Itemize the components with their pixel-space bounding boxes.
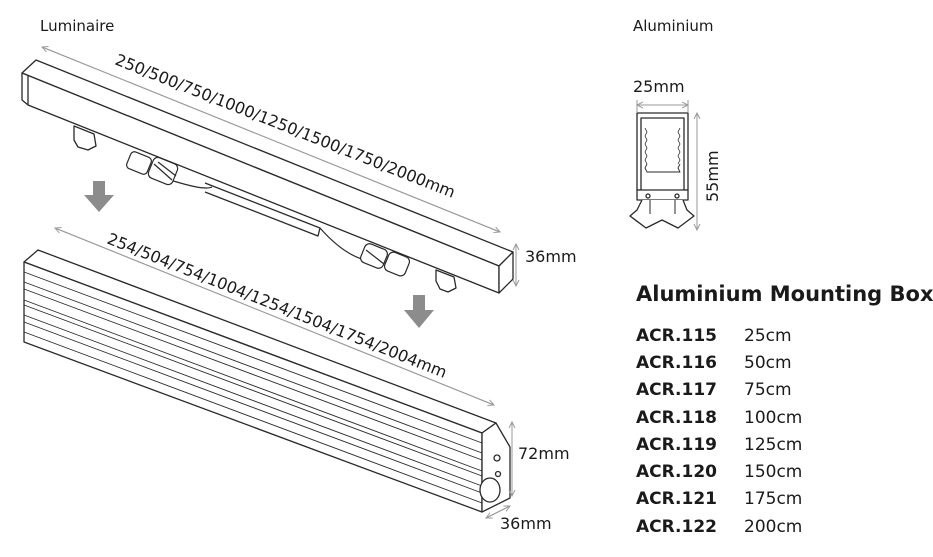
list-item: ACR.122 200cm — [636, 513, 926, 540]
item-length: 175cm — [744, 489, 803, 510]
item-code: ACR.121 — [636, 489, 717, 510]
item-length: 25cm — [744, 325, 792, 346]
item-code: ACR.117 — [636, 380, 717, 401]
mounting-box-heading: Aluminium Mounting Box — [636, 282, 933, 306]
list-item: ACR.120 150cm — [636, 458, 926, 485]
luminaire-bar — [21, 59, 514, 294]
list-item: ACR.121 175cm — [636, 486, 926, 513]
item-length: 150cm — [744, 462, 803, 483]
connector-right — [360, 243, 411, 277]
item-length: 50cm — [744, 352, 792, 373]
profile-width-label: 25mm — [633, 77, 685, 96]
down-arrow-icon — [84, 181, 114, 212]
list-item: ACR.118 100cm — [636, 404, 926, 431]
item-length: 75cm — [744, 380, 792, 401]
item-length: 125cm — [744, 434, 803, 455]
item-code: ACR.116 — [636, 352, 717, 373]
down-arrow-icon — [404, 295, 434, 328]
item-code: ACR.122 — [636, 516, 717, 537]
mounting-box-bar — [23, 249, 511, 513]
list-item: ACR.116 50cm — [636, 349, 926, 376]
box-height-label: 72mm — [518, 444, 570, 463]
list-item: ACR.115 25cm — [636, 322, 926, 349]
profile-height-label: 55mm — [703, 150, 722, 202]
box-width-label: 36mm — [500, 514, 552, 533]
luminaire-label: Luminaire — [40, 17, 114, 35]
mounting-box-list: ACR.115 25cm ACR.116 50cm ACR.117 75cm ACR.… — [636, 322, 926, 540]
item-code: ACR.115 — [636, 325, 717, 346]
list-item: ACR.119 125cm — [636, 431, 926, 458]
item-code: ACR.120 — [636, 462, 717, 483]
item-code: ACR.119 — [636, 434, 717, 455]
connector-left — [126, 151, 179, 186]
luminaire-height-label: 36mm — [525, 247, 577, 266]
item-length: 200cm — [744, 516, 803, 537]
list-item: ACR.117 75cm — [636, 377, 926, 404]
aluminium-profile — [629, 112, 695, 229]
item-code: ACR.118 — [636, 407, 717, 428]
item-length: 100cm — [744, 407, 803, 428]
aluminium-label: Aluminium — [633, 17, 714, 35]
